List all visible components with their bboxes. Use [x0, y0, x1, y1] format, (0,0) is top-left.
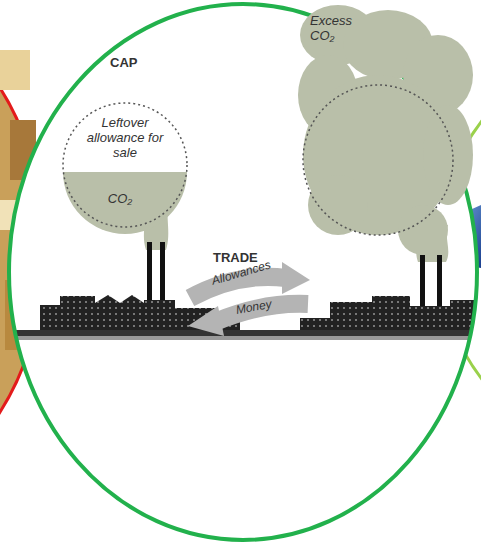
excess-cloud-node: Excess CO₂ [298, 5, 476, 255]
excess-co2-text: Excess CO₂ [310, 13, 366, 43]
factories [0, 200, 481, 340]
excess-circle [303, 85, 453, 235]
main-circle-border [9, 4, 477, 540]
main-circle [9, 4, 477, 540]
allowance-text: Leftover allowance for sale [78, 115, 172, 160]
cap-circle [63, 103, 187, 227]
cap-circle-node: CAP Leftover allowance for saleCO₂ [60, 55, 190, 235]
co2-fill [63, 172, 187, 234]
co2-text: CO₂ [100, 191, 140, 206]
excess-cloud [298, 5, 473, 255]
cap-heading: CAP [110, 55, 170, 70]
